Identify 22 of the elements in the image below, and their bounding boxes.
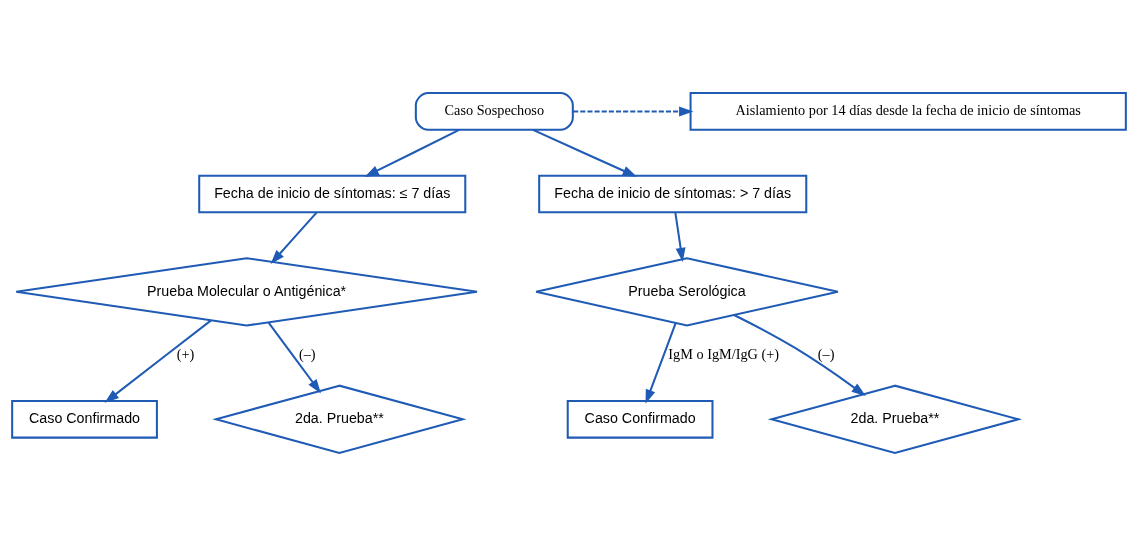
arrow [532,129,637,177]
node-box: Fecha de inicio de síntomas: > 7 días [538,174,808,214]
edge-label: (+) [176,346,195,363]
arrow [733,314,866,397]
edge-label: IgM o IgM/IgG (+) [668,346,780,363]
node-box: Caso Confirmado [566,399,714,439]
arrow [270,211,318,265]
node-box: Caso Confirmado [11,399,158,439]
node-diamond: Prueba Serológica [535,257,839,327]
node-diamond: Prueba Molecular o Antigénica* [15,257,478,327]
node-box: Fecha de inicio de síntomas: ≤ 7 días [198,174,467,214]
arrow [104,319,212,403]
arrow [573,106,694,117]
node-box: Aislamiento por 14 días desde la fecha de inicio de síntomas [689,92,1127,131]
arrow [267,322,321,394]
arrow [364,129,460,177]
arrow [645,322,677,404]
edge-label: (–) [298,346,316,363]
node-diamond: 2da. Prueba** [212,384,467,454]
arrow [674,212,686,263]
node-box: Caso Sospechoso [414,92,574,131]
edge-label: (–) [817,346,835,363]
